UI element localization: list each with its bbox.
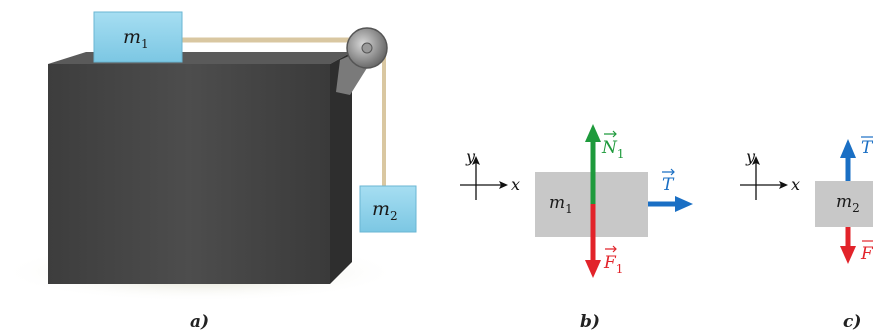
axis-x-arrowhead-c <box>779 181 788 189</box>
axis-y-arrowhead-c <box>752 156 760 165</box>
panel-a-apparatus: m1 m2 <box>0 11 417 302</box>
axis-x-label-b: x <box>511 175 520 194</box>
block-m1 <box>93 11 183 63</box>
tension-force-label: T <box>662 175 675 195</box>
normal-force-label: N1 <box>601 138 625 161</box>
block-m2-label: m2 <box>372 198 398 223</box>
caption-c: c) <box>843 312 861 332</box>
fbd-box-m2 <box>815 181 873 227</box>
tension-force-2-arrowhead <box>840 139 856 158</box>
block-m1-label: m1 <box>123 26 149 51</box>
block-m2 <box>359 185 417 233</box>
weight-force-1-label: F1 <box>603 253 623 276</box>
weight-force-1-vector-mark <box>605 245 617 253</box>
axis-y-label-b: y <box>465 147 476 166</box>
normal-force-vector-mark <box>604 130 617 138</box>
tension-force-2-label: T <box>861 138 873 158</box>
axis-y-arrowhead-b <box>472 156 480 165</box>
weight-force-2-label: F2 <box>860 244 873 267</box>
fbd-m1-label: m1 <box>549 193 573 216</box>
tension-force-arrowhead <box>675 196 693 212</box>
axis-x-arrowhead-b <box>499 181 508 189</box>
pulley-axle <box>361 42 373 54</box>
caption-a: a) <box>190 312 209 332</box>
weight-force-2-arrowhead <box>840 246 856 264</box>
fbd-m2-label: m2 <box>836 192 860 215</box>
panel-b-free-body-diagram: x y m1 N1 F1 T <box>460 124 693 278</box>
axis-y-label-c: y <box>745 147 756 166</box>
panel-c-free-body-diagram: x y m2 T F2 <box>740 136 873 267</box>
normal-force-arrowhead <box>585 124 601 142</box>
table-front <box>48 64 330 284</box>
tension-force-vector-mark <box>662 168 675 176</box>
caption-b: b) <box>580 312 600 332</box>
table-side <box>330 52 352 284</box>
weight-force-1-arrowhead <box>585 260 601 278</box>
axis-x-label-c: x <box>791 175 800 194</box>
